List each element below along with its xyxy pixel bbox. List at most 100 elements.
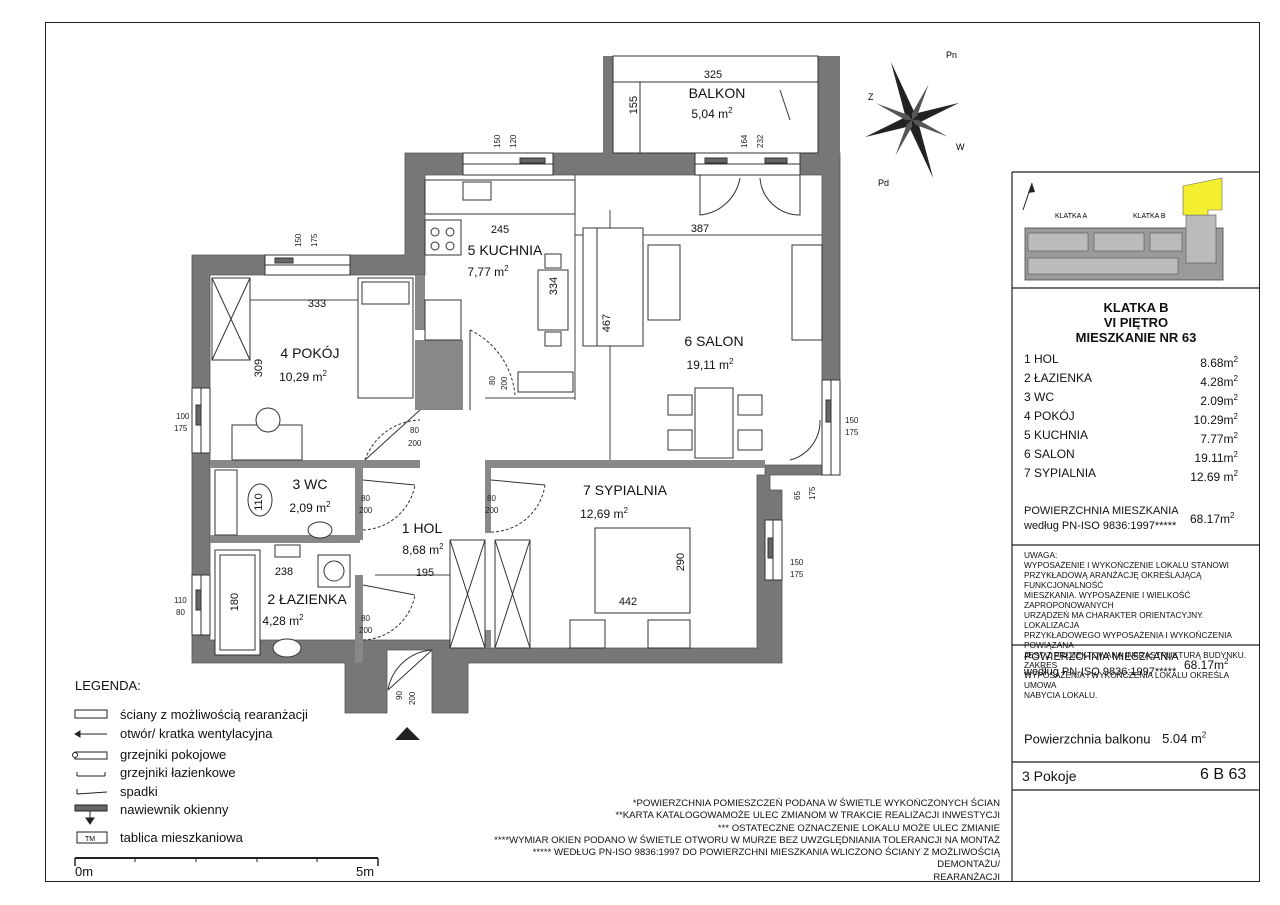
dim-hol: 195 — [416, 567, 434, 579]
dim-balkon-depth: 155 — [628, 96, 640, 114]
footnote: *** OSTATECZNE OZNACZENIE LOKALU MOŻE UL… — [717, 822, 1000, 834]
dim-d-pokoj-a: 80 — [410, 426, 419, 435]
dim-d-wc-b: 200 — [359, 506, 373, 515]
interior-walls — [210, 275, 765, 663]
legend-item-walls: ściany z możliwością rearanżacji — [120, 707, 308, 722]
uwaga-line: PRZYKŁADOWEGO WYPOSAŻENIA I WYKOŃCZENIA … — [1024, 630, 1232, 650]
dim-pokoj-width: 333 — [308, 298, 326, 310]
footnotes: *POWIERZCHNIA POMIESZCZEŃ PODANA W ŚWIET… — [480, 798, 1000, 884]
area-row-name: 7 SYPIALNIA — [1024, 466, 1097, 480]
furniture — [211, 179, 823, 658]
legend-item-vent: nawiewnik okienny — [120, 802, 229, 817]
dim-w-salon-right-a: 150 — [845, 416, 859, 425]
compass-z: Z — [868, 92, 874, 102]
footnote: ***** WEDŁUG PN-ISO 9836:1997 DO POWIERZ… — [532, 847, 1000, 871]
dim-d-entry-a: 90 — [395, 691, 404, 700]
dim-w-syp-right-b: 175 — [790, 570, 804, 579]
room-hol-name: 1 HOL — [402, 520, 443, 536]
uwaga-line: NABYCIA LOKALU. — [1024, 690, 1098, 700]
sheet-frame — [45, 22, 1260, 882]
dim-w-salon-top-a: 164 — [740, 134, 749, 148]
scale-start: 0m — [75, 864, 94, 879]
legend-title: LEGENDA: — [75, 678, 141, 693]
room-salon-area: 19,11 m2 — [687, 357, 734, 372]
dim-w-salon-top-b: 232 — [756, 134, 765, 148]
doors — [362, 175, 821, 691]
uwaga-line: WYPOSAŻENIE I WYKOŃCZENIE LOKALU STANOWI — [1024, 560, 1229, 570]
dim-d-kuchnia-a: 80 — [488, 376, 497, 385]
info-panel — [1011, 171, 1260, 882]
windows — [191, 152, 841, 636]
room-lazienka-name: 2 ŁAZIENKA — [267, 591, 347, 607]
room-pokoj-name: 4 POKÓJ — [280, 345, 339, 361]
balcony-area-value: 5.04 m2 — [1162, 731, 1207, 747]
legend-item-bath-radiators: grzejniki łazienkowe — [120, 765, 236, 780]
dim-salon-depth: 467 — [601, 314, 613, 332]
footnote: *POWIERZCHNIA POMIESZCZEŃ PODANA W ŚWIET… — [632, 798, 1000, 809]
room-balkon-area: 5,04 m2 — [691, 106, 733, 121]
legend-item-slopes: spadki — [120, 784, 158, 799]
dim-w-small-right-a: 65 — [793, 491, 802, 500]
dim-d-pokoj-b: 200 — [408, 439, 422, 448]
scale-end: 5m — [356, 864, 375, 879]
key-plan — [1022, 177, 1224, 281]
dim-balkon-width: 325 — [704, 69, 722, 81]
entry-arrow — [395, 727, 420, 740]
dim-w-salon-right-b: 175 — [845, 428, 859, 437]
unit-code: 6 B 63 — [1200, 766, 1247, 783]
dim-w-pokoj-top-b: 175 — [310, 233, 319, 247]
area-row-name: 1 HOL — [1024, 352, 1059, 366]
room-sypialnia-area: 12,69 m2 — [580, 506, 628, 521]
rooms-count: 3 Pokoje — [1022, 768, 1077, 784]
legend-symbols — [72, 709, 379, 866]
dim-w-pokoj-left-a: 100 — [176, 412, 190, 421]
compass-w: W — [956, 142, 965, 152]
area-row: 1 HOL 8.68m2 — [1024, 352, 1238, 371]
uwaga-line: URZĄDZEŃ MA CHARAKTER ORIENTACYJNY. LOKA… — [1024, 610, 1204, 630]
room-sypialnia-name: 7 SYPIALNIA — [583, 482, 668, 498]
compass-pn: Pn — [946, 50, 957, 60]
dim-d-laz-a: 80 — [361, 614, 370, 623]
info-title-line2: VI PIĘTRO — [1103, 315, 1169, 330]
compass-pd: Pd — [878, 178, 889, 188]
dim-pokoj-depth: 309 — [253, 359, 265, 377]
room-lazienka-area: 4,28 m2 — [262, 613, 304, 628]
area-row-name: 4 POKÓJ — [1024, 409, 1075, 423]
dim-w-syp-right-a: 150 — [790, 558, 804, 567]
area-row-value: 12.69 m2 — [1190, 469, 1238, 484]
dim-wc: 110 — [253, 493, 265, 511]
legend-tm: TM — [85, 836, 95, 843]
dim-d-laz-b: 200 — [359, 626, 373, 635]
room-wc-name: 3 WC — [293, 476, 328, 492]
legend-item-board: tablica mieszkaniowa — [120, 830, 243, 845]
dim-salon-width: 387 — [691, 223, 709, 235]
compass-rose — [865, 61, 959, 179]
keyplan-label-a: KLATKA A — [1055, 213, 1087, 220]
dim-kuchnia-width: 245 — [491, 224, 509, 236]
uwaga-line: PRZYKŁADOWĄ ARANŻACJĘ OKREŚLAJĄCĄ FUNKCJ… — [1024, 570, 1202, 590]
balcony-area-row: Powierzchnia balkonu 5.04 m2 — [1024, 731, 1254, 746]
uwaga-line: JEST Z PROJEKTOWANĄ INFRASTRUKTURĄ BUDYN… — [1024, 650, 1247, 670]
total-area-block: POWIERZCHNIA MIESZKANIA według PN-ISO 98… — [1024, 504, 1244, 534]
dim-w-kuchnia-top-a: 150 — [493, 134, 502, 148]
total-area-value-2: 68.17m2 — [1184, 657, 1229, 672]
legend-item-radiators: grzejniki pokojowe — [120, 747, 227, 762]
dim-d-wc-a: 80 — [361, 494, 370, 503]
footnote: **KARTA KATALOGOWAMOŻE ULEC ZMIANOM W TR… — [615, 810, 1000, 822]
total-area-standard: według PN-ISO 9836:1997***** — [1024, 520, 1177, 532]
info-title: KLATKA B VI PIĘTRO MIESZKANIE NR 63 — [1012, 300, 1260, 345]
info-title-line3: MIESZKANIE NR 63 — [1075, 330, 1197, 345]
room-kuchnia-name: 5 KUCHNIA — [468, 242, 543, 258]
area-row-value: 10.29m2 — [1193, 412, 1238, 427]
room-balkon-name: BALKON — [689, 85, 746, 101]
room-kuchnia-area: 7,77 m2 — [467, 264, 509, 279]
area-row-value: 8.68m2 — [1200, 355, 1238, 370]
dim-w-kuchnia-top-b: 120 — [509, 134, 518, 148]
total-area-standard-2: według PN-ISO 9836:1997***** — [1024, 666, 1177, 678]
area-row-name: 3 WC — [1024, 390, 1054, 404]
dim-w-small-right-b: 175 — [808, 486, 817, 500]
